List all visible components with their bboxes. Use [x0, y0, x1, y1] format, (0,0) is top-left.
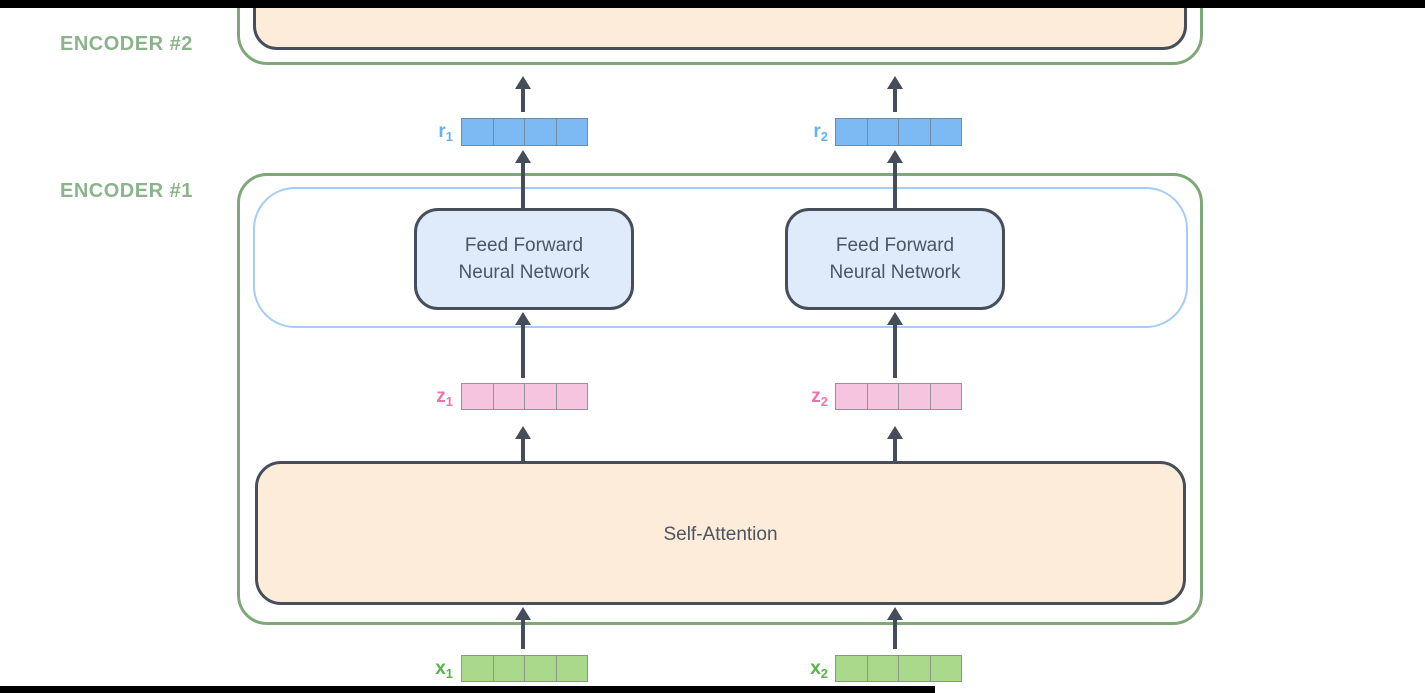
arrow-ffnn2-to-r2	[887, 150, 903, 208]
arrow-shaft	[893, 87, 897, 112]
vector-r2	[835, 118, 962, 146]
ffnn-1-label-line2: Neural Network	[458, 262, 590, 283]
ffnn-2-label-line2: Neural Network	[829, 262, 961, 283]
vector-cell	[930, 119, 961, 145]
arrow-head-icon	[515, 607, 531, 620]
arrow-selfattention-to-z1	[515, 426, 531, 462]
encoder-1-label: ENCODER #1	[60, 180, 193, 202]
arrow-head-icon	[887, 312, 903, 325]
vector-cell	[556, 119, 587, 145]
letterbox-top-bar	[0, 0, 1425, 8]
arrow-shaft	[893, 323, 897, 378]
vector-cell	[462, 384, 494, 409]
arrow-z2-to-ffnn2	[887, 312, 903, 378]
ffnn-1-label-line1: Feed Forward	[464, 235, 584, 256]
feed-forward-layer-container	[253, 187, 1188, 328]
ffnn-2-label-line1: Feed Forward	[835, 235, 955, 256]
encoder-2-label: ENCODER #2	[60, 33, 193, 55]
vector-cell	[525, 119, 557, 145]
vector-cell	[867, 384, 899, 409]
vector-z1	[461, 383, 588, 410]
self-attention-label: Self-Attention	[663, 523, 778, 545]
vector-x1	[461, 655, 588, 682]
vector-cell	[836, 384, 868, 409]
arrow-head-icon	[887, 76, 903, 89]
arrow-shaft	[521, 87, 525, 112]
vector-cell	[462, 656, 494, 681]
arrow-z1-to-ffnn1	[515, 312, 531, 378]
vector-cell	[836, 119, 868, 145]
encoder-2-box	[237, 0, 1203, 65]
arrow-shaft	[521, 161, 525, 208]
vector-cell	[836, 656, 868, 681]
vector-r1	[461, 118, 588, 146]
vector-cell	[493, 119, 525, 145]
self-attention-block: Self-Attention	[255, 461, 1186, 605]
arrow-shaft	[521, 437, 525, 462]
feed-forward-block-1: Feed Forward Neural Network	[414, 208, 634, 310]
vector-cell	[556, 384, 587, 409]
vector-cell	[899, 119, 931, 145]
vector-cell	[899, 656, 931, 681]
arrow-ffnn1-to-r1	[515, 150, 531, 208]
vector-cell	[462, 119, 494, 145]
vector-cell	[867, 656, 899, 681]
arrow-shaft	[893, 437, 897, 462]
arrow-x1-to-selfattention	[515, 607, 531, 649]
arrow-head-icon	[515, 312, 531, 325]
vector-cell	[493, 656, 525, 681]
arrow-head-icon	[887, 426, 903, 439]
vector-cell	[525, 656, 557, 681]
feed-forward-block-2: Feed Forward Neural Network	[785, 208, 1005, 310]
vector-cell	[556, 656, 587, 681]
arrow-head-icon	[515, 426, 531, 439]
arrow-head-icon	[887, 607, 903, 620]
arrow-r2-to-encoder2	[887, 76, 903, 112]
vector-cell	[930, 384, 961, 409]
encoder-1-box	[237, 173, 1203, 625]
letterbox-bottom-bar	[0, 686, 935, 693]
vector-cell	[899, 384, 931, 409]
vector-x2	[835, 655, 962, 682]
arrow-head-icon	[515, 76, 531, 89]
arrow-x2-to-selfattention	[887, 607, 903, 649]
vector-z2	[835, 383, 962, 410]
vector-cell	[867, 119, 899, 145]
arrow-shaft	[521, 323, 525, 378]
encoder-2-self-attention-partial	[253, 0, 1187, 50]
vector-cell	[493, 384, 525, 409]
arrow-selfattention-to-z2	[887, 426, 903, 462]
arrow-r1-to-encoder2	[515, 76, 531, 112]
arrow-shaft	[893, 161, 897, 208]
arrow-head-icon	[515, 150, 531, 163]
vector-cell	[930, 656, 961, 681]
vector-cell	[525, 384, 557, 409]
arrow-shaft	[521, 618, 525, 649]
arrow-shaft	[893, 618, 897, 649]
arrow-head-icon	[887, 150, 903, 163]
